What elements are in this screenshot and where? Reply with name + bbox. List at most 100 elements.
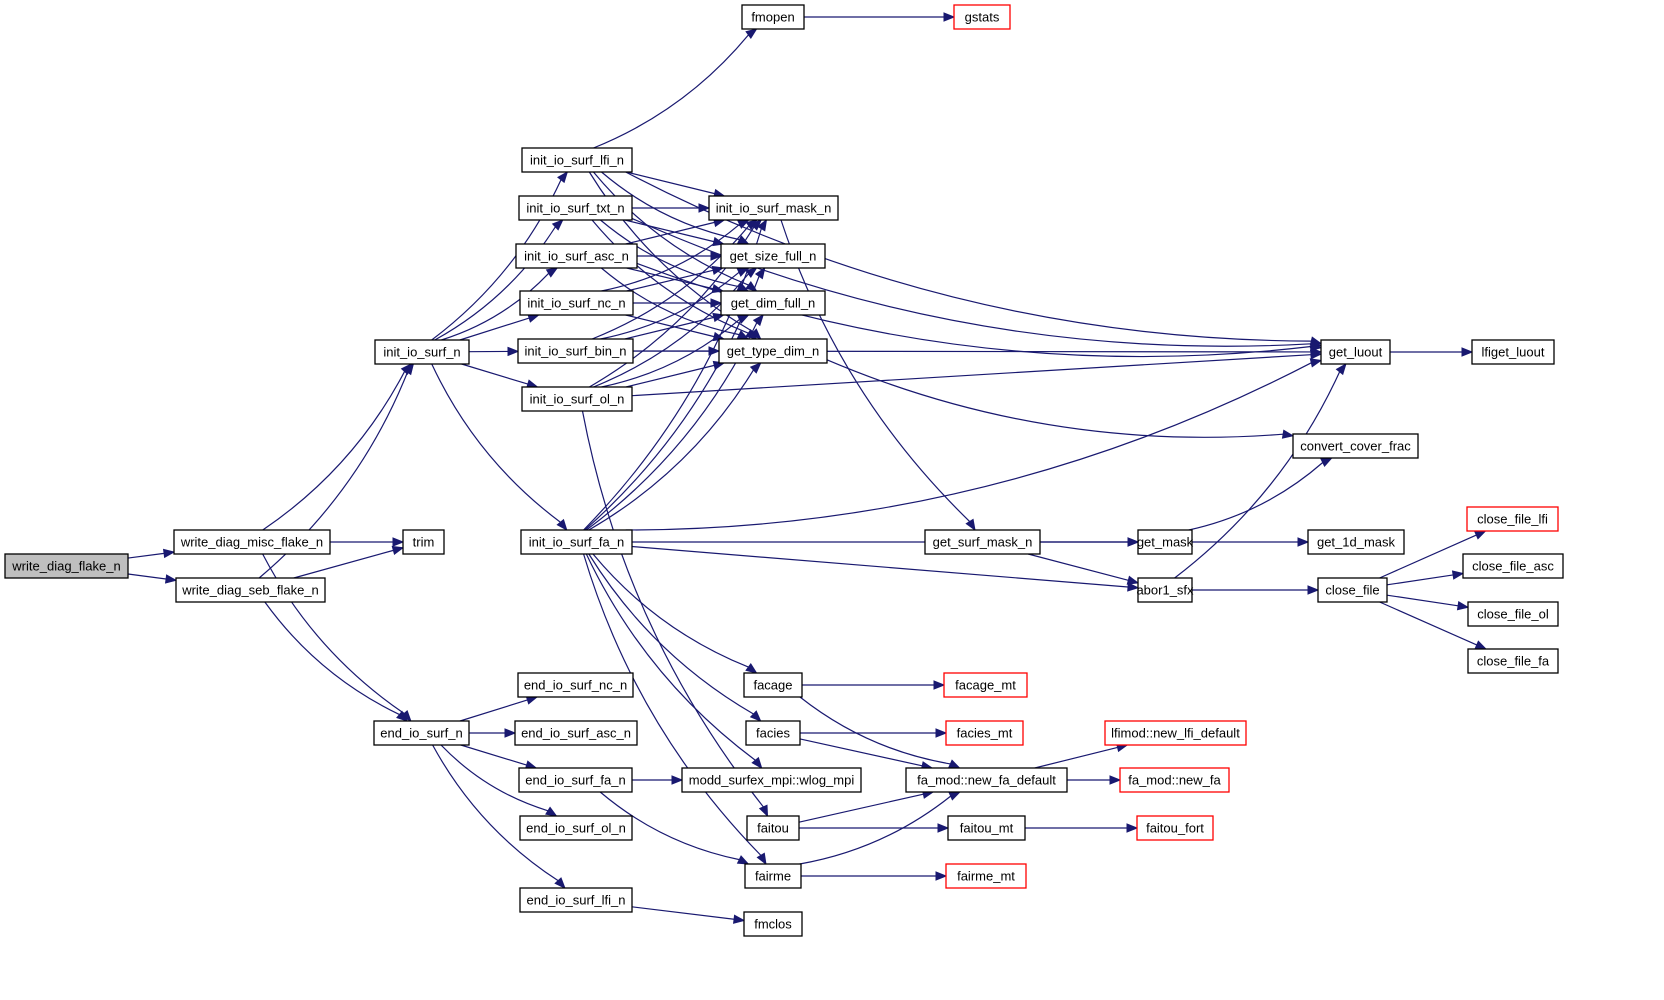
node-gstats[interactable]: gstats (953, 4, 1011, 30)
arrowhead-icon (1473, 530, 1487, 540)
node-new-fa-default[interactable]: fa_mod::new_fa_default (905, 767, 1068, 793)
edge-write_diag_seb_flake_n-to-trim (293, 549, 394, 579)
node-facage[interactable]: facage (743, 672, 803, 698)
node-facage-mt[interactable]: facage_mt (943, 672, 1028, 698)
node-label: get_luout (1329, 345, 1383, 360)
node-convert-cover-frac[interactable]: convert_cover_frac (1292, 433, 1419, 459)
node-get-surf-mask-n[interactable]: get_surf_mask_n (924, 529, 1041, 555)
node-init-io-surf-txt-n[interactable]: init_io_surf_txt_n (518, 195, 633, 221)
node-box (519, 887, 633, 913)
node-init-io-surf-lfi-n[interactable]: init_io_surf_lfi_n (521, 147, 633, 173)
node-facies[interactable]: facies (745, 720, 801, 746)
node-box (1467, 601, 1559, 627)
node-close-file[interactable]: close_file (1317, 577, 1388, 603)
node-label: fairme (755, 869, 791, 884)
node-box (1320, 339, 1391, 365)
arrowhead-icon (545, 267, 559, 278)
arrowhead-icon (671, 775, 684, 785)
arrowhead-icon (545, 806, 558, 817)
edge-facage-to-new_fa_default (799, 696, 951, 765)
node-label: facage (753, 678, 792, 693)
node-faitou[interactable]: faitou (746, 815, 800, 841)
arrowhead-icon (745, 662, 758, 674)
node-init-io-surf-mask-n[interactable]: init_io_surf_mask_n (708, 195, 839, 221)
arrowhead-icon (758, 804, 769, 818)
arrowhead-icon (403, 362, 415, 376)
node-box (175, 577, 326, 603)
node-lfiget-luout[interactable]: lfiget_luout (1471, 339, 1555, 365)
node-init-io-surf-n[interactable]: init_io_surf_n (374, 339, 470, 365)
edge-end_io_surf_n-to-end_io_surf_nc_n (459, 699, 528, 722)
node-fmclos[interactable]: fmclos (743, 911, 803, 937)
node-label: fa_mod::new_fa (1128, 773, 1221, 788)
node-box (518, 767, 633, 793)
node-close-file-asc[interactable]: close_file_asc (1462, 553, 1564, 579)
node-box (945, 863, 1027, 889)
node-write-diag-flake-n: write_diag_flake_n (4, 553, 129, 579)
node-end-io-surf-lfi-n[interactable]: end_io_surf_lfi_n (519, 887, 633, 913)
node-get-size-full-n[interactable]: get_size_full_n (720, 243, 826, 269)
node-label: get_type_dim_n (727, 344, 820, 359)
node-init-io-surf-asc-n[interactable]: init_io_surf_asc_n (515, 243, 638, 269)
edge-end_io_surf_lfi_n-to-fmclos (631, 906, 735, 920)
node-wlog-mpi[interactable]: modd_surfex_mpi::wlog_mpi (681, 767, 862, 793)
node-label: write_diag_misc_flake_n (180, 535, 323, 550)
edge-init_io_surf_bin_n-to-get_size_full_n (600, 271, 740, 340)
node-init-io-surf-ol-n[interactable]: init_io_surf_ol_n (521, 386, 633, 412)
node-new-fa[interactable]: fa_mod::new_fa (1119, 767, 1230, 793)
edge-close_file-to-close_file_asc (1386, 574, 1454, 586)
node-close-file-fa[interactable]: close_file_fa (1467, 648, 1559, 674)
edge-init_io_surf_ol_n-to-faitou (581, 410, 764, 808)
node-get-luout[interactable]: get_luout (1320, 339, 1391, 365)
node-label: get_mask (1137, 535, 1194, 550)
node-end-io-surf-asc-n[interactable]: end_io_surf_asc_n (514, 720, 638, 746)
node-init-io-surf-fa-n[interactable]: init_io_surf_fa_n (520, 529, 633, 555)
node-end-io-surf-nc-n[interactable]: end_io_surf_nc_n (517, 672, 634, 698)
node-label: faitou_fort (1146, 821, 1204, 836)
arrowhead-icon (391, 545, 405, 556)
arrowhead-icon (1281, 429, 1295, 439)
arrowhead-icon (1109, 775, 1122, 785)
edge-new_fa_default-to-new_lfi_default (1034, 746, 1118, 769)
node-init-io-surf-nc-n[interactable]: init_io_surf_nc_n (519, 290, 634, 316)
node-trim[interactable]: trim (402, 529, 445, 555)
node-close-file-ol[interactable]: close_file_ol (1467, 601, 1559, 627)
node-faitou-mt[interactable]: faitou_mt (947, 815, 1026, 841)
node-label: facies (756, 726, 790, 741)
node-get-type-dim-n[interactable]: get_type_dim_n (718, 338, 828, 364)
node-box (1292, 433, 1419, 459)
node-init-io-surf-bin-n[interactable]: init_io_surf_bin_n (517, 338, 634, 364)
node-new-lfi-default[interactable]: lfimod::new_lfi_default (1104, 720, 1247, 746)
node-end-io-surf-ol-n[interactable]: end_io_surf_ol_n (519, 815, 633, 841)
node-box (947, 815, 1026, 841)
arrowhead-icon (504, 728, 517, 738)
node-get-mask[interactable]: get_mask (1137, 529, 1194, 555)
node-get-dim-full-n[interactable]: get_dim_full_n (720, 290, 826, 316)
arrowhead-icon (754, 266, 766, 280)
arrowhead-icon (1451, 570, 1465, 580)
edge-fairme-to-new_fa_default (799, 795, 952, 865)
node-box (517, 338, 634, 364)
node-fairme[interactable]: fairme (744, 863, 802, 889)
node-label: convert_cover_frac (1300, 439, 1411, 454)
node-close-file-lfi[interactable]: close_file_lfi (1466, 506, 1559, 532)
node-label: close_file_asc (1472, 559, 1554, 574)
node-label: init_io_surf_mask_n (716, 201, 832, 216)
node-abor1-sfx[interactable]: abor1_sfx (1136, 577, 1194, 603)
node-fairme-mt[interactable]: fairme_mt (945, 863, 1027, 889)
node-get-1d-mask[interactable]: get_1d_mask (1307, 529, 1405, 555)
arrowhead-icon (556, 518, 568, 532)
edge-init_io_surf_ol_n-to-get_type_dim_n (625, 364, 715, 388)
node-facies-mt[interactable]: facies_mt (945, 720, 1024, 746)
node-end-io-surf-fa-n[interactable]: end_io_surf_fa_n (518, 767, 633, 793)
node-box (173, 529, 331, 555)
node-end-io-surf-n[interactable]: end_io_surf_n (373, 720, 470, 746)
node-write-diag-misc-flake-n[interactable]: write_diag_misc_flake_n (173, 529, 331, 555)
node-label: gstats (965, 10, 1000, 25)
edge-write_diag_seb_flake_n-to-end_io_surf_n (264, 601, 400, 716)
node-fmopen[interactable]: fmopen (741, 4, 805, 30)
node-write-diag-seb-flake-n[interactable]: write_diag_seb_flake_n (175, 577, 326, 603)
node-faitou-fort[interactable]: faitou_fort (1136, 815, 1214, 841)
arrowhead-icon (392, 537, 405, 547)
edge-init_io_surf_n-to-init_io_surf_ol_n (461, 363, 529, 385)
